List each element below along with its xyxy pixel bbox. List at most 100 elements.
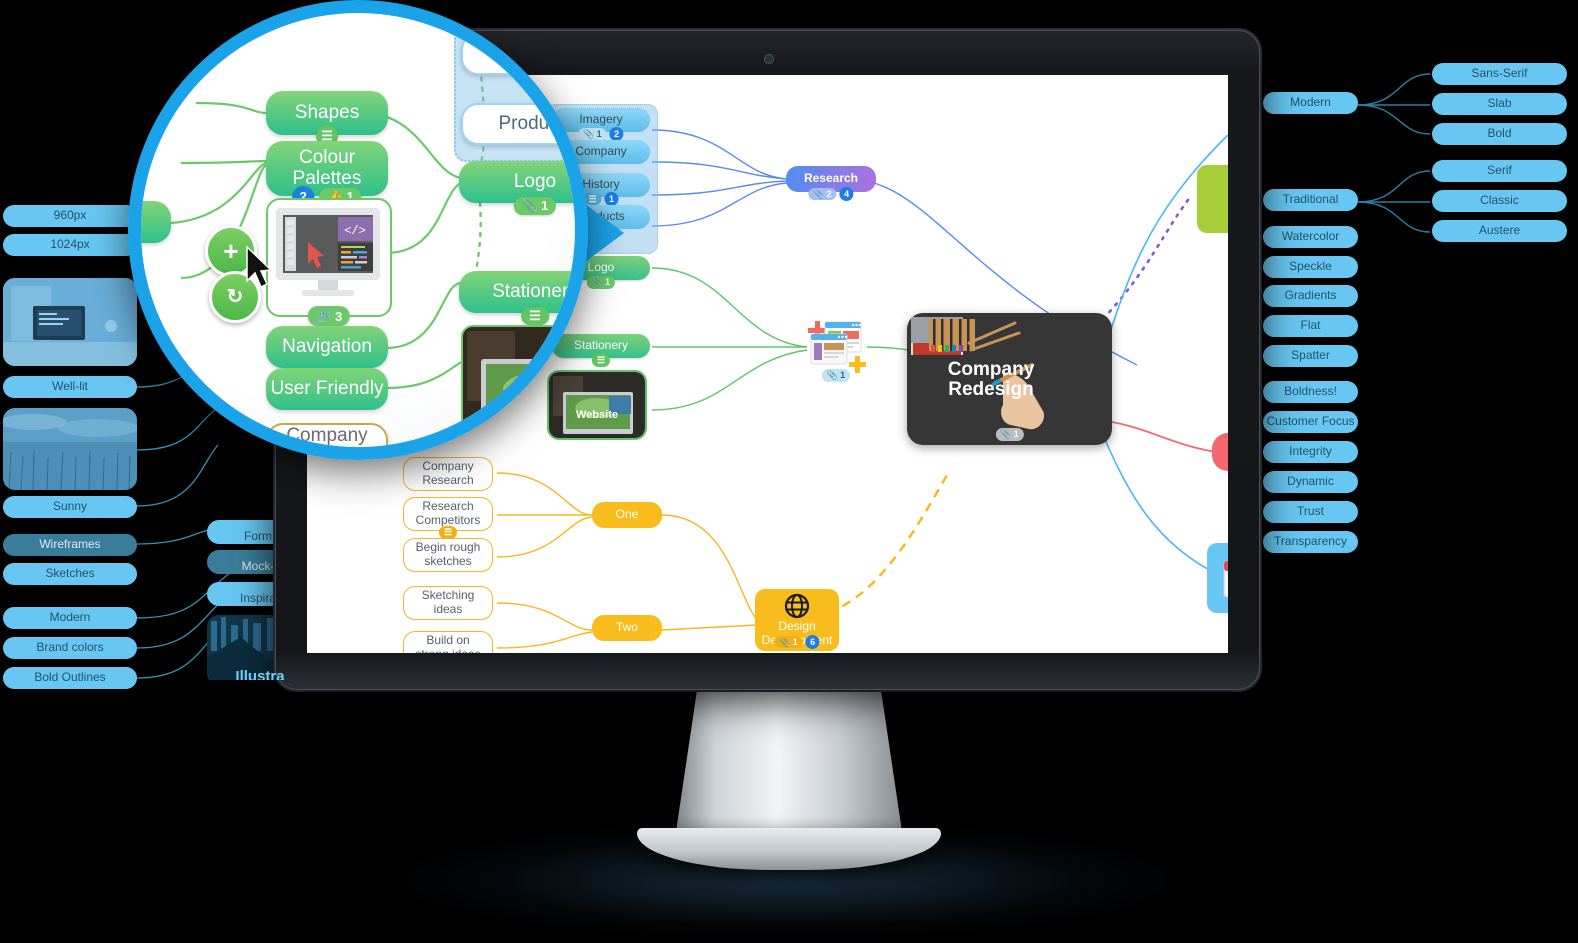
canvas-node-calendar[interactable]: 12 <box>1207 543 1228 613</box>
right-far-sans-serif[interactable]: Sans-Serif <box>1432 63 1567 85</box>
left-item-field-photo[interactable] <box>3 408 137 490</box>
node-badges: ☰ <box>591 354 611 367</box>
right-far-serif[interactable]: Serif <box>1432 160 1567 182</box>
svg-text:Company: Company <box>948 359 1035 380</box>
left-item-bold-outlines[interactable]: Bold Outlines <box>3 667 137 689</box>
node-label: Mock- <box>241 559 275 574</box>
website-photo-zoom: Website <box>463 327 575 442</box>
right-item-boldness[interactable]: Boldness! <box>1263 381 1358 403</box>
right-far-slab[interactable]: Slab <box>1432 93 1567 115</box>
magnifier-image-card[interactable]: </> 🔗3 <box>266 198 392 326</box>
canvas-node-lime[interactable] <box>1197 165 1228 233</box>
node-badges: 📎1 <box>513 196 557 215</box>
left-item-well-lit[interactable]: Well-lit <box>3 376 137 398</box>
left-item-sunny[interactable]: Sunny <box>3 496 137 518</box>
left-item-brand-colors[interactable]: Brand colors <box>3 637 137 659</box>
right-item-speckle[interactable]: Speckle <box>1263 256 1358 278</box>
canvas-node-begin-rough-sketches[interactable]: Begin rough sketches <box>403 538 493 572</box>
canvas-node-build-on-strong-ideas[interactable]: Build on strong ideas <box>403 631 493 653</box>
canvas-node-two[interactable]: Two <box>592 615 662 641</box>
right-item-integrity[interactable]: Integrity <box>1263 441 1358 463</box>
add-branch-button[interactable]: ↻ <box>209 271 261 323</box>
node-label: Trust <box>1297 504 1324 519</box>
attach-badge: 📎1 <box>513 196 557 215</box>
magnifier-node-hidden[interactable] <box>461 33 575 75</box>
node-label: 960px <box>53 208 87 223</box>
right-connectors-modern <box>1357 73 1431 233</box>
node-label-line1: Sketching <box>421 588 475 603</box>
magnifier-node-navigation[interactable]: Navigation <box>266 326 388 368</box>
magnifier-node-products[interactable]: Products <box>461 103 575 145</box>
node-label: Illustra <box>235 667 285 680</box>
company-redesign-photo: Company Redesign <box>907 313 1112 445</box>
node-label-line1: Begin rough <box>415 540 481 555</box>
left-item-1024px[interactable]: 1024px <box>3 234 137 256</box>
right-item-spatter[interactable]: Spatter <box>1263 345 1358 367</box>
magnifier: Products Logo 📎1 Stationery ☰ <box>128 0 624 460</box>
node-label-line1: Design <box>778 618 816 633</box>
canvas-node-research-competitors[interactable]: Research Competitors ☰ <box>403 497 493 539</box>
left-item-960px[interactable]: 960px <box>3 205 137 227</box>
node-label: One <box>615 507 639 522</box>
node-label: Colour Palettes <box>292 146 362 189</box>
left-item-desk-photo[interactable] <box>3 278 137 366</box>
right-item-gradients[interactable]: Gradients <box>1263 285 1358 307</box>
count-badge: 4 <box>839 187 854 201</box>
right-far-classic[interactable]: Classic <box>1432 190 1567 212</box>
node-label: Company Research <box>286 425 368 460</box>
node-label: Brand colors <box>36 640 104 655</box>
magnifier-node-logo[interactable]: Logo 📎1 <box>459 161 575 215</box>
right-item-dynamic[interactable]: Dynamic <box>1263 471 1358 493</box>
canvas-connectors <box>496 129 1228 649</box>
node-label: Stationery <box>492 280 578 302</box>
node-label: Boldness! <box>1284 384 1337 399</box>
canvas-node-research[interactable]: Research 📎2 4 <box>786 166 876 201</box>
canvas-center-node[interactable]: Company Redesign 📎1 <box>907 313 1112 445</box>
magnifier-node-shapes[interactable]: Shapes ☰ <box>266 91 388 147</box>
magnifier-node-user-friendly[interactable]: User Friendly <box>266 368 388 410</box>
left-item-wireframes[interactable]: Wireframes <box>3 534 137 556</box>
node-label: Logo <box>513 170 557 192</box>
node-label: Company <box>575 144 627 159</box>
right-item-traditional[interactable]: Traditional <box>1263 189 1358 211</box>
webcam-icon <box>763 54 774 64</box>
node-label: Sketches <box>45 566 95 581</box>
canvas-node-one[interactable]: One <box>592 502 662 528</box>
node-label: Transparency <box>1274 534 1347 549</box>
magnifier-node-stationery[interactable]: Stationery ☰ <box>459 271 578 325</box>
left-item-sketches[interactable]: Sketches <box>3 563 137 585</box>
node-label-line2: Research <box>422 473 474 487</box>
right-far-austere[interactable]: Austere <box>1432 220 1567 242</box>
canvas-node-design-development[interactable]: Design Development 📎1 6 <box>755 589 839 651</box>
right-item-trust[interactable]: Trust <box>1263 501 1358 523</box>
magnifier-node-website-image[interactable]: Website <box>461 325 575 444</box>
right-item-watercolor[interactable]: Watercolor <box>1263 226 1358 248</box>
magnifier-node-company-research[interactable]: Company Research <box>266 423 388 460</box>
right-item-modern[interactable]: Modern <box>1263 92 1358 114</box>
right-item-customer-focus[interactable]: Customer Focus <box>1263 411 1358 433</box>
magnifier-node-partial-left[interactable] <box>141 201 171 243</box>
node-label: Watercolor <box>1281 229 1340 244</box>
node-label: Gradients <box>1284 288 1337 303</box>
node-label: Wireframes <box>39 537 101 552</box>
node-label-line2: Competitors <box>415 513 481 527</box>
node-label: Well-lit <box>52 379 88 394</box>
right-item-flat[interactable]: Flat <box>1263 315 1358 337</box>
canvas-node-sketching-ideas[interactable]: Sketching ideas <box>403 586 493 620</box>
canvas-node-red[interactable] <box>1212 433 1228 471</box>
attach-badge: 📎2 <box>808 187 837 201</box>
node-label: Inspira <box>239 591 277 606</box>
magnifier-node-colour-palettes[interactable]: Colour Palettes 2 👍1 <box>266 141 388 208</box>
right-far-bold[interactable]: Bold <box>1432 123 1567 145</box>
node-label-line2: strong ideas <box>415 647 480 653</box>
node-badges: 🔗3 <box>307 306 351 326</box>
node-label: Customer Focus <box>1266 414 1355 429</box>
node-label: Classic <box>1480 193 1519 208</box>
node-badges: 📎1 <box>821 369 851 382</box>
canvas-node-company-research[interactable]: Company Research <box>403 457 493 491</box>
left-item-modern[interactable]: Modern <box>3 607 137 629</box>
right-item-transparency[interactable]: Transparency <box>1263 531 1358 553</box>
canvas-node-web-pages-icon[interactable]: 📎1 <box>805 318 867 382</box>
link-badge: 🔗3 <box>307 306 351 326</box>
